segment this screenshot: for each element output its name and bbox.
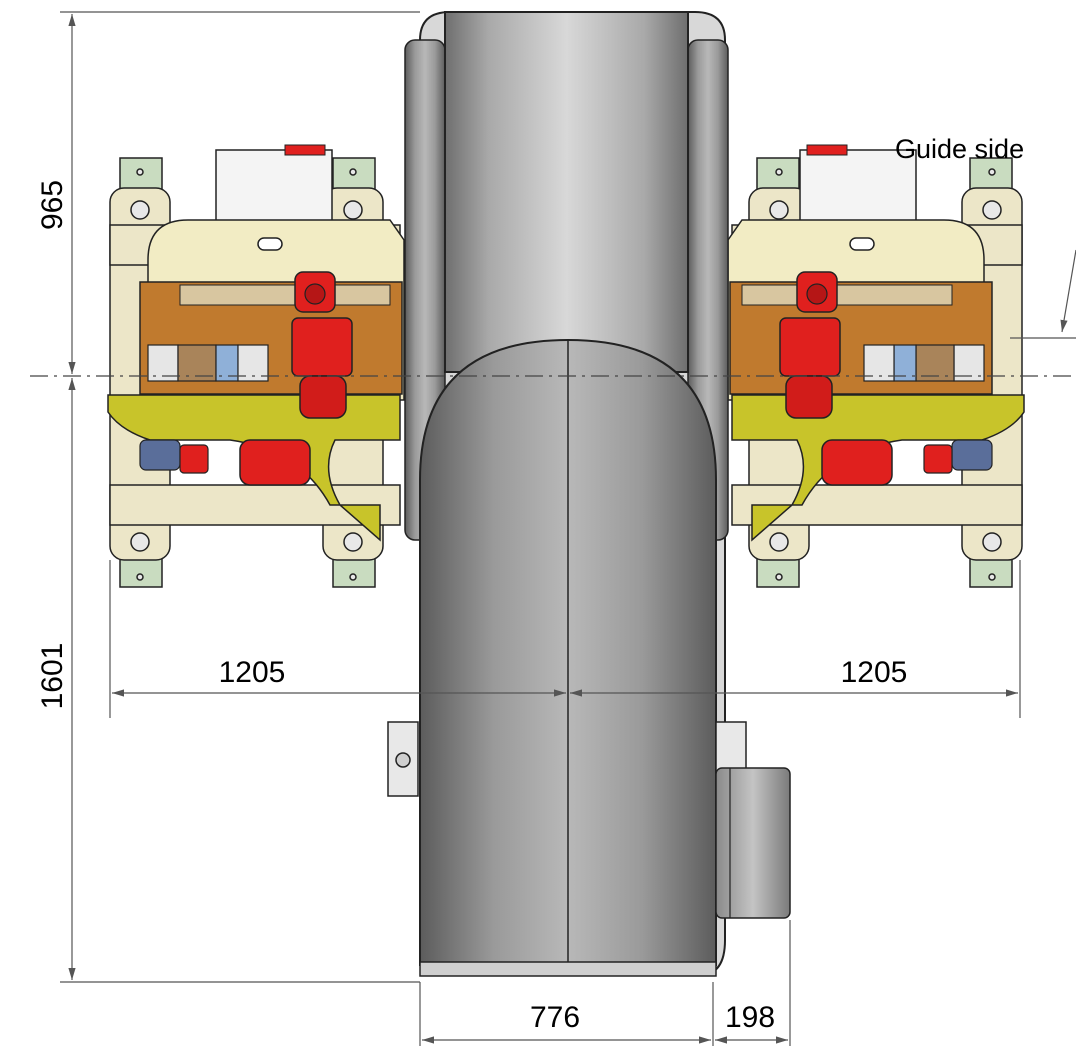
upper-drum — [444, 11, 689, 373]
left-plate-slot — [257, 237, 283, 251]
left-red-motor — [291, 271, 353, 419]
left-brown-bar — [179, 284, 391, 306]
side-motor — [715, 767, 791, 919]
dim-partial-right: 100 — [1071, 415, 1076, 465]
central-unit — [387, 11, 791, 977]
left-top-box — [215, 149, 333, 223]
dim-bottom-height: 1601 — [36, 643, 69, 710]
left-roller-4 — [237, 344, 269, 382]
right-side-lug — [715, 721, 747, 773]
bottom-plate — [419, 961, 717, 977]
left-side-lug — [387, 721, 419, 797]
left-lower-red-part — [179, 444, 209, 474]
dim-body-width: 776 — [530, 1001, 580, 1034]
dim-motor-width: 198 — [725, 1001, 775, 1034]
right-carriage-assembly — [727, 144, 1025, 588]
left-top-box-red-tab — [284, 144, 326, 156]
left-lower-blue-part — [139, 439, 181, 471]
dim-right-width: 1205 — [841, 656, 908, 689]
left-carriage-assembly — [107, 144, 405, 588]
left-frame-bolts — [130, 168, 363, 581]
dim-top-height: 965 — [36, 180, 69, 230]
guide-side-label: Guide side — [895, 134, 1024, 164]
left-lower-red-gearbox — [239, 439, 311, 486]
left-side-lug-bolt — [395, 752, 411, 768]
dimension-lines — [60, 11, 1076, 1046]
dim-left-width: 1205 — [219, 656, 286, 689]
left-roller-1 — [147, 344, 179, 382]
